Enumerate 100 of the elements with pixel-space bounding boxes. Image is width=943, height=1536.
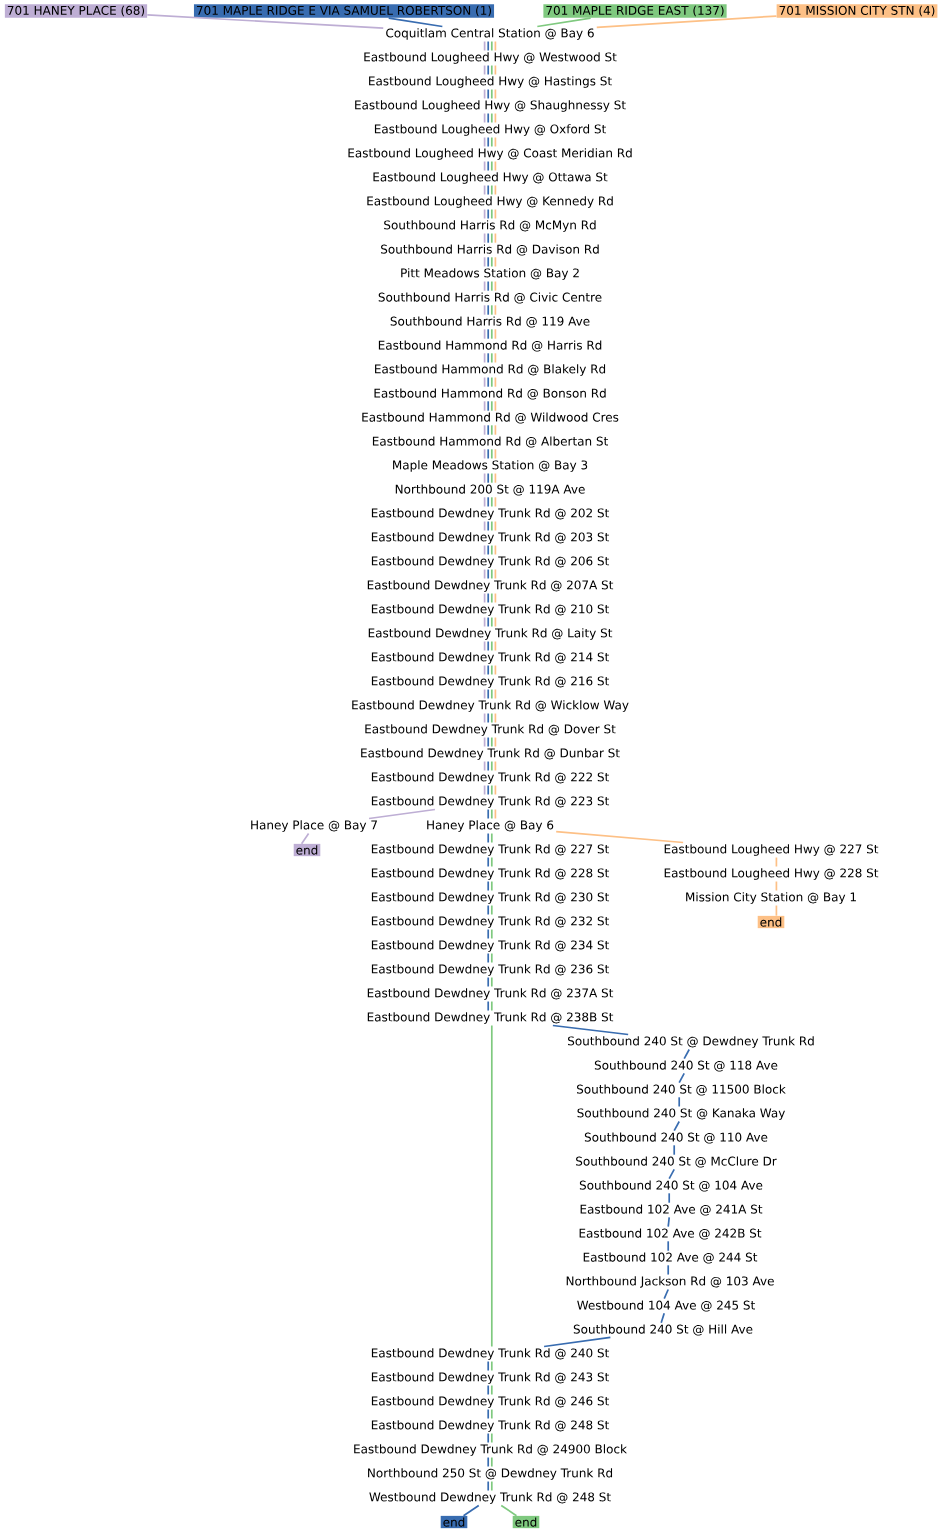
route-line bbox=[775, 856, 778, 868]
stop-label: Eastbound Dewdney Trunk Rd @ 228 St bbox=[371, 868, 609, 880]
route-line bbox=[555, 830, 684, 844]
route-line bbox=[483, 280, 486, 292]
route-line bbox=[487, 928, 490, 940]
route-line bbox=[483, 688, 486, 700]
route-line bbox=[483, 184, 486, 196]
route-line bbox=[483, 616, 486, 628]
route-line bbox=[483, 160, 486, 172]
route-label: 701 MISSION CITY STN (4) bbox=[776, 4, 938, 18]
stop-label: Southbound Harris Rd @ 119 Ave bbox=[390, 316, 590, 328]
route-line bbox=[494, 520, 497, 532]
route-line bbox=[487, 736, 490, 748]
route-line bbox=[494, 544, 497, 556]
route-line bbox=[490, 1360, 493, 1372]
stop-label: Eastbound Lougheed Hwy @ Oxford St bbox=[374, 124, 606, 136]
route-line bbox=[667, 1216, 671, 1228]
route-line bbox=[490, 904, 493, 916]
route-line bbox=[775, 880, 778, 892]
route-line bbox=[494, 112, 497, 124]
route-line bbox=[487, 160, 490, 172]
route-line bbox=[490, 880, 493, 892]
route-line bbox=[490, 1024, 493, 1348]
route-line bbox=[483, 784, 486, 796]
route-line bbox=[487, 904, 490, 916]
route-line bbox=[483, 520, 486, 532]
stop-label: Eastbound Dewdney Trunk Rd @ 210 St bbox=[371, 604, 609, 616]
route-line bbox=[490, 304, 493, 316]
stop-label: Eastbound Dewdney Trunk Rd @ 243 St bbox=[371, 1372, 609, 1384]
route-line bbox=[387, 17, 444, 28]
route-line bbox=[490, 592, 493, 604]
route-line bbox=[536, 17, 592, 28]
route-label: 701 MAPLE RIDGE E VIA SAMUEL ROBERTSON (1) bbox=[193, 4, 495, 18]
route-line bbox=[490, 280, 493, 292]
route-line bbox=[483, 472, 486, 484]
route-line bbox=[300, 832, 310, 845]
route-line bbox=[487, 616, 490, 628]
stop-label: Eastbound Hammond Rd @ Bonson Rd bbox=[374, 388, 606, 400]
route-line bbox=[494, 352, 497, 364]
route-line bbox=[494, 688, 497, 700]
route-line bbox=[490, 184, 493, 196]
route-line bbox=[490, 424, 493, 436]
stop-label: Southbound 240 St @ Kanaka Way bbox=[577, 1108, 785, 1120]
stop-label: Eastbound Dewdney Trunk Rd @ 227 St bbox=[371, 844, 609, 856]
route-line bbox=[494, 208, 497, 220]
route-line bbox=[494, 568, 497, 580]
stop-label: Southbound 240 St @ Hill Ave bbox=[573, 1324, 753, 1336]
route-line bbox=[494, 232, 497, 244]
route-line bbox=[494, 304, 497, 316]
route-line bbox=[678, 1072, 686, 1084]
route-line bbox=[490, 160, 493, 172]
end-label: end bbox=[293, 843, 321, 857]
route-line bbox=[668, 1192, 671, 1204]
route-line bbox=[483, 712, 486, 724]
route-line bbox=[490, 1000, 493, 1012]
route-line bbox=[487, 232, 490, 244]
route-line bbox=[490, 328, 493, 340]
stop-label: Eastbound Hammond Rd @ Blakely Rd bbox=[375, 364, 606, 376]
route-line bbox=[487, 1456, 490, 1468]
route-line bbox=[490, 208, 493, 220]
route-line bbox=[490, 808, 493, 820]
route-line bbox=[483, 640, 486, 652]
route-line bbox=[483, 64, 486, 76]
route-line bbox=[490, 568, 493, 580]
route-line bbox=[487, 1408, 490, 1420]
route-line bbox=[494, 664, 497, 676]
route-line bbox=[487, 256, 490, 268]
stop-label: Northbound Jackson Rd @ 103 Ave bbox=[566, 1276, 774, 1288]
route-line bbox=[487, 808, 490, 820]
route-line bbox=[487, 520, 490, 532]
route-line bbox=[483, 496, 486, 508]
route-line bbox=[490, 64, 493, 76]
stop-label: Southbound 240 St @ Dewdney Trunk Rd bbox=[568, 1036, 814, 1048]
stop-label: Eastbound Dewdney Trunk Rd @ 240 St bbox=[371, 1348, 609, 1360]
stop-label: Eastbound Dewdney Trunk Rd @ 236 St bbox=[371, 964, 609, 976]
route-line bbox=[490, 520, 493, 532]
route-line bbox=[487, 472, 490, 484]
route-line bbox=[494, 400, 497, 412]
route-line bbox=[660, 1312, 666, 1324]
route-line bbox=[490, 688, 493, 700]
stop-label: Eastbound Dewdney Trunk Rd @ 248 St bbox=[371, 1420, 609, 1432]
route-line bbox=[487, 1384, 490, 1396]
route-line bbox=[483, 232, 486, 244]
route-line bbox=[490, 88, 493, 100]
stop-label: Eastbound Dewdney Trunk Rd @ 238B St bbox=[367, 1012, 614, 1024]
route-line bbox=[490, 832, 493, 844]
stop-label: Eastbound Dewdney Trunk Rd @ 232 St bbox=[371, 916, 609, 928]
route-line bbox=[483, 544, 486, 556]
stop-label: Haney Place @ Bay 7 bbox=[251, 820, 377, 832]
route-line bbox=[462, 1504, 480, 1517]
stop-label: Haney Place @ Bay 6 bbox=[427, 820, 554, 832]
route-line bbox=[494, 496, 497, 508]
route-line bbox=[487, 1000, 490, 1012]
route-line bbox=[483, 40, 486, 52]
route-line bbox=[487, 208, 490, 220]
route-line bbox=[494, 592, 497, 604]
route-line bbox=[487, 400, 490, 412]
route-line bbox=[490, 664, 493, 676]
stop-label: Eastbound Dewdney Trunk Rd @ 234 St bbox=[371, 940, 609, 952]
route-line bbox=[490, 136, 493, 148]
